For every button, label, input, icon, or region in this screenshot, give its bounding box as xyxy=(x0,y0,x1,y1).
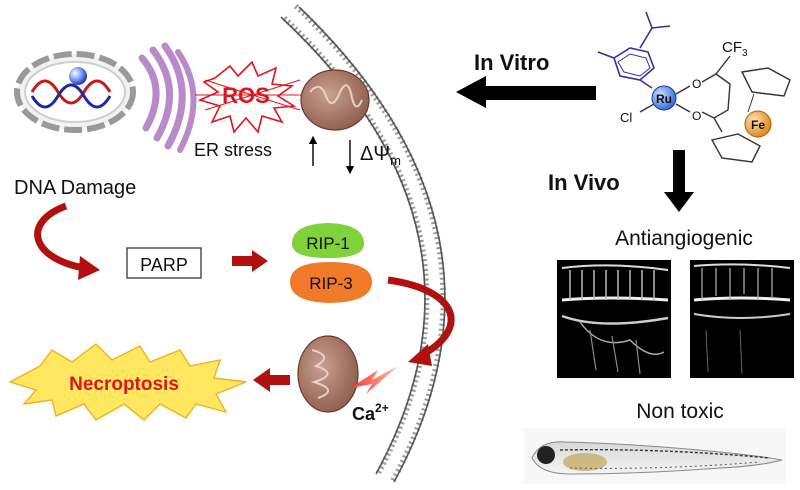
dna-strand-red xyxy=(30,79,112,105)
cf3-label: CF3 xyxy=(722,39,748,59)
necroptosis-burst: Necroptosis xyxy=(8,343,247,421)
ru-label: Ru xyxy=(656,92,672,106)
dna-damage-label: DNA Damage xyxy=(14,177,136,199)
curved-arrow-rip-to-mito xyxy=(387,276,455,360)
arrow-mito-to-necroptosis xyxy=(268,375,290,385)
cl-label: Cl xyxy=(620,110,632,125)
in-vitro-label: In Vitro xyxy=(474,50,549,75)
rip3-label: RIP-3 xyxy=(309,274,352,293)
endoplasmic-reticulum xyxy=(138,42,197,153)
mitochondrion-upper xyxy=(300,69,370,131)
antiangiogenic-label: Antiangiogenic xyxy=(615,227,753,250)
rip-complex: RIP-1 RIP-3 xyxy=(290,223,372,303)
arrow-parp-to-rip xyxy=(232,256,254,266)
zebrafish-larva-image xyxy=(524,428,786,484)
vasculature-image-treated xyxy=(690,260,794,378)
vasculature-image-control xyxy=(557,260,671,378)
oxygen-label-1: O xyxy=(692,77,701,91)
curved-arrow-dna-to-parp xyxy=(34,202,85,272)
in-vitro-arrow xyxy=(456,76,596,108)
rip1-shape xyxy=(292,223,364,258)
in-vivo-label: In Vivo xyxy=(548,170,620,195)
arrowhead-icon xyxy=(253,368,270,392)
in-vivo-arrow xyxy=(664,150,694,212)
zebrafish-eye-icon xyxy=(537,446,555,464)
nucleus xyxy=(14,51,136,133)
arrowhead-icon xyxy=(408,344,432,366)
fe-label: Fe xyxy=(751,118,765,132)
membrane-potential-label: ΔΨm xyxy=(360,143,401,168)
drug-sphere-icon xyxy=(69,67,87,85)
ruthenium-complex-structure: Ru Cl O O CF3 Fe xyxy=(597,11,791,163)
oxygen-label-2: O xyxy=(692,109,701,123)
necroptosis-label: Necroptosis xyxy=(69,374,179,395)
arrowhead-icon xyxy=(78,256,100,280)
iron-atom-icon xyxy=(744,110,772,138)
dna-strand-blue xyxy=(30,83,112,109)
rip1-label: RIP-1 xyxy=(306,234,349,253)
ros-burst: ROS xyxy=(195,60,305,134)
parp-label: PARP xyxy=(140,255,188,275)
mitochondrion-lower xyxy=(297,335,359,413)
ros-label: ROS xyxy=(222,83,270,108)
ruthenium-atom-icon xyxy=(651,85,677,111)
parp-box xyxy=(126,247,202,279)
rip3-shape xyxy=(290,262,372,303)
er-stress-label: ER stress xyxy=(194,140,272,160)
arrowhead-icon xyxy=(252,250,268,272)
non-toxic-label: Non toxic xyxy=(636,400,724,423)
calcium-flash-icon xyxy=(350,366,398,394)
calcium-label: Ca2+ xyxy=(352,401,389,424)
